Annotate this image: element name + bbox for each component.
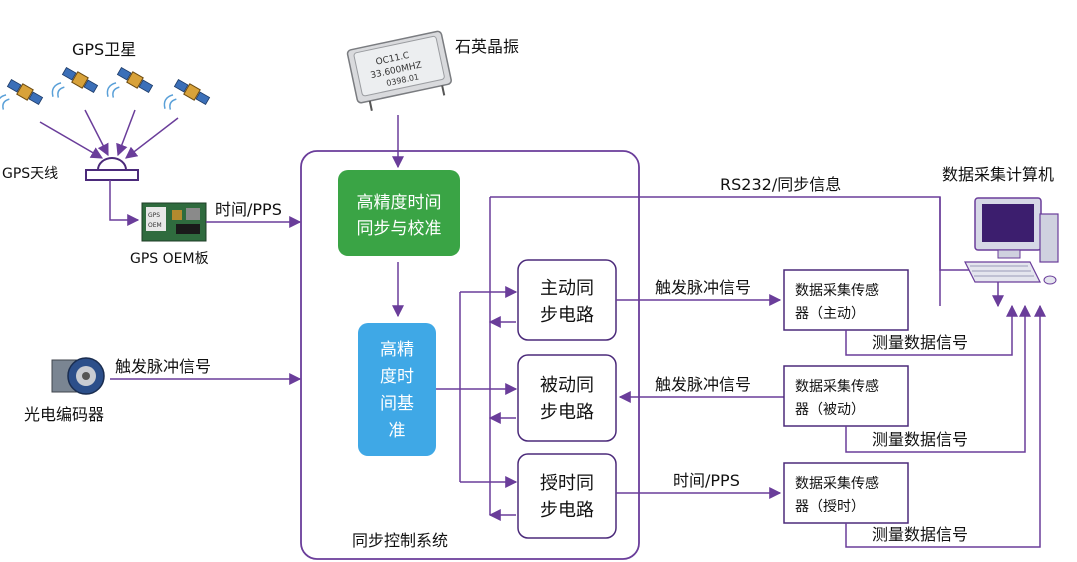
- antenna-to-oem-line: [109, 180, 140, 226]
- active-sync-circuit-box: [517, 259, 617, 341]
- gps-oem-label: GPS OEM板: [130, 251, 209, 267]
- hp-sync-line1: 高精度时间: [357, 193, 442, 213]
- sensor-active-line1: 数据采集传感: [795, 282, 879, 299]
- sensor-passive-line2: 器（被动）: [795, 402, 865, 418]
- sensor-passive-box: [783, 365, 909, 427]
- computer-label: 数据采集计算机: [942, 165, 1054, 184]
- oem-board-marking: GPS: [148, 212, 160, 219]
- encoder-label: 光电编码器: [24, 405, 104, 424]
- measurement-lines: [845, 197, 1046, 548]
- satellite-icon: [103, 64, 155, 114]
- hp-sync-calibration-box: [338, 170, 460, 256]
- meas1-label: 测量数据信号: [872, 333, 968, 352]
- sensor-timing-box: [783, 462, 909, 524]
- active-line2: 步电路: [540, 305, 594, 326]
- crystal-label: 石英晶振: [455, 37, 519, 56]
- timing-sync-circuit-box: [517, 453, 617, 539]
- hp-ref-line2: 度时: [380, 367, 414, 387]
- sensor-timing-line1: 数据采集传感: [795, 475, 879, 492]
- sensor-active-line2: 器（主动）: [795, 306, 865, 322]
- active-line1: 主动同: [540, 278, 594, 299]
- gps-satellite-label: GPS卫星: [72, 40, 136, 59]
- oem-board-marking2: OEM: [148, 222, 162, 229]
- hp-time-ref-box: [358, 323, 436, 456]
- gps-antenna-icon: [85, 157, 139, 181]
- trigger-out1-label: 触发脉冲信号: [655, 278, 751, 297]
- sensor-active-box: [783, 269, 909, 331]
- crystal-oscillator-icon: OC11.C 33.600MHZ 0398.01: [346, 30, 452, 111]
- hp-ref-line1: 高精: [380, 340, 414, 360]
- sensor-timing-line2: 器（授时）: [795, 499, 865, 515]
- trigger-out2-label: 触发脉冲信号: [655, 375, 751, 394]
- sync-control-system-box: [300, 150, 640, 560]
- gps-oem-board-icon: GPS OEM: [141, 202, 207, 242]
- gps-antenna-label: GPS天线: [2, 166, 58, 182]
- circuit-sensor-lines: [616, 294, 784, 499]
- meas2-label: 测量数据信号: [872, 430, 968, 449]
- trigger-in-label: 触发脉冲信号: [115, 357, 211, 376]
- satellite-icon: [0, 76, 45, 126]
- hp-sync-line2: 同步与校准: [357, 219, 442, 239]
- timing-line2: 步电路: [540, 500, 594, 521]
- computer-icon: [964, 197, 1059, 285]
- rs232-label: RS232/同步信息: [720, 175, 841, 194]
- sync-system-label: 同步控制系统: [352, 531, 448, 550]
- satellite-icon: [48, 64, 100, 114]
- meas3-label: 测量数据信号: [872, 525, 968, 544]
- passive-sync-circuit-box: [517, 354, 617, 442]
- encoder-icon: [51, 357, 105, 395]
- passive-line2: 步电路: [540, 402, 594, 423]
- satellite-icon: [160, 76, 212, 126]
- sensor-passive-line1: 数据采集传感: [795, 378, 879, 395]
- hp-ref-line3: 间基: [380, 394, 414, 414]
- hp-ref-line4: 准: [389, 421, 406, 441]
- passive-line1: 被动同: [540, 375, 594, 396]
- timing-line1: 授时同: [540, 473, 594, 494]
- satellite-arrows: [39, 109, 179, 159]
- time-pps-out-label: 时间/PPS: [673, 471, 740, 490]
- time-pps-in-label: 时间/PPS: [215, 200, 282, 219]
